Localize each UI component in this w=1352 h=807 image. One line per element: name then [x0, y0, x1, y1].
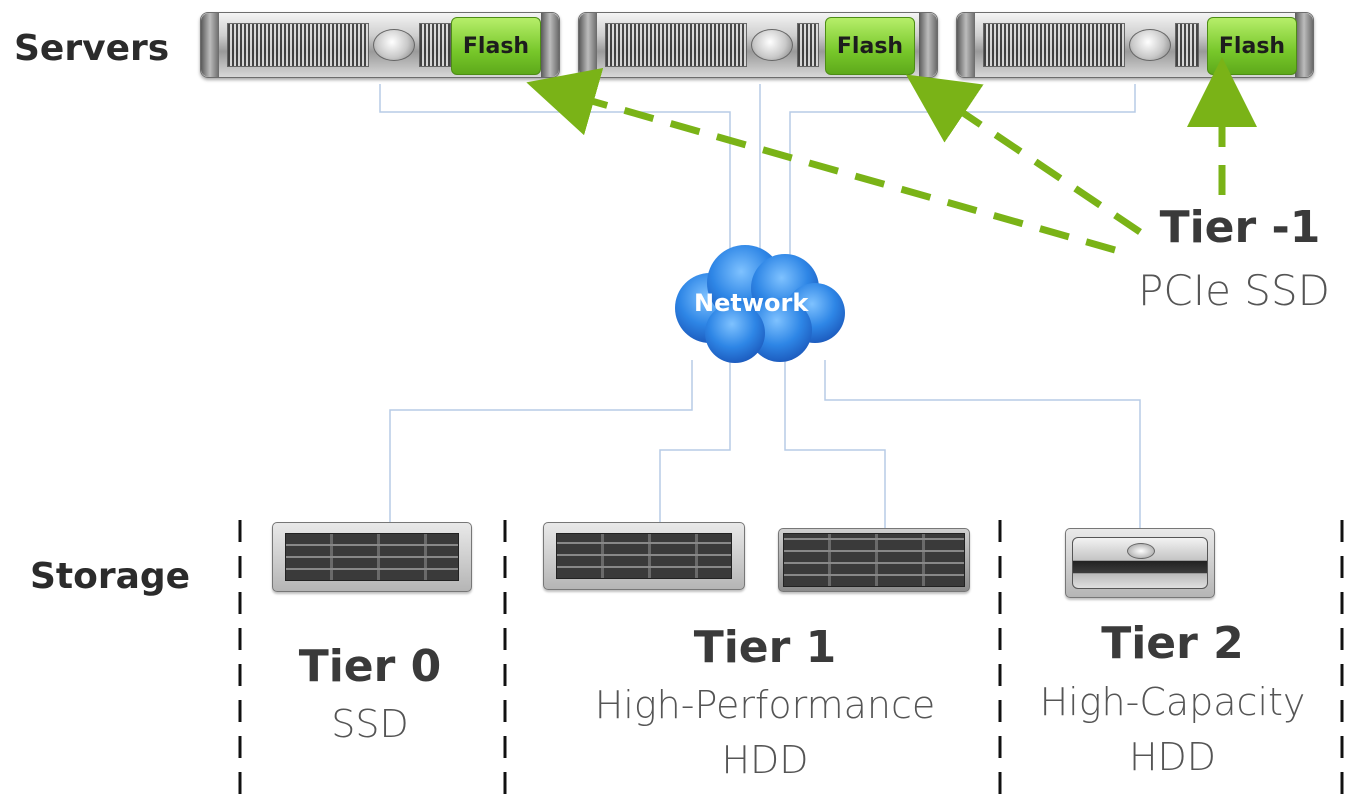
storage-array-tier1-a: [543, 522, 745, 590]
storage-array-tier1-b: [778, 528, 970, 592]
network-cloud-icon: [675, 245, 845, 363]
storage-array-tier2: [1065, 528, 1215, 598]
rack-server-1: Flash: [200, 12, 560, 78]
tier-minus1-subtitle: PCIe SSD: [1138, 266, 1330, 315]
tier2-line1: High-Capacity: [1039, 680, 1306, 724]
tier0-line1: SSD: [331, 702, 409, 746]
flash-card: Flash: [825, 17, 915, 75]
tier2-line2: HDD: [1128, 735, 1217, 779]
network-label: Network: [694, 289, 809, 317]
rack-server-3: Flash: [956, 12, 1314, 78]
tier0-title: Tier 0: [298, 641, 442, 692]
storage-array-tier0: [272, 522, 472, 592]
tier-minus1-title: Tier -1: [1159, 202, 1321, 253]
flash-card: Flash: [451, 17, 541, 75]
tier1-line1: High-Performance: [594, 683, 936, 727]
tier2-title: Tier 2: [1101, 618, 1244, 669]
storage-label: Storage: [30, 556, 191, 597]
server-logo-icon: [1129, 29, 1171, 61]
tier1-title: Tier 1: [693, 622, 837, 673]
servers-label: Servers: [14, 28, 170, 69]
server-logo-icon: [373, 29, 415, 61]
rack-server-2: Flash: [578, 12, 938, 78]
flash-card: Flash: [1207, 17, 1297, 75]
arrow-to-server-2: [905, 74, 1142, 235]
tier1-line2: HDD: [721, 738, 809, 782]
arrow-to-server-1: [526, 67, 1116, 254]
server-logo-icon: [751, 29, 793, 61]
